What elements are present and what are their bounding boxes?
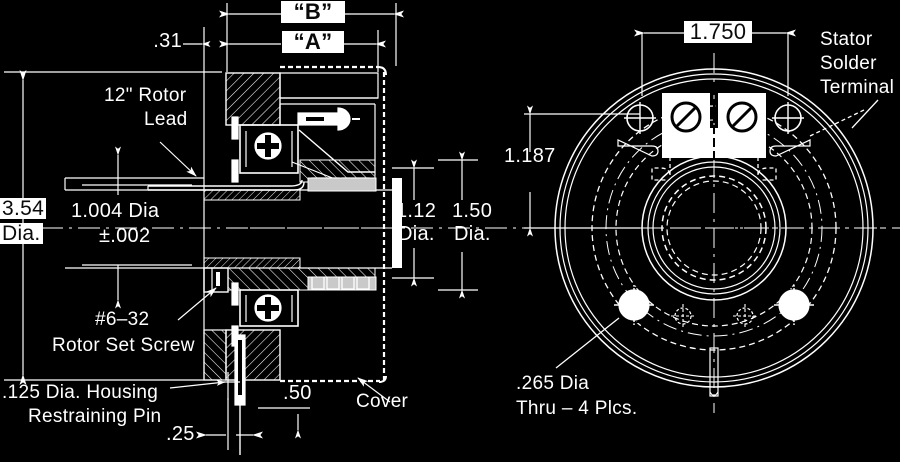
dia-112-label-line1: 1.12 — [396, 200, 437, 222]
dia-150-label-line2: Dia. — [454, 223, 491, 245]
dim-50-label: .50 — [283, 382, 312, 404]
set-screw-label: Rotor Set Screw — [52, 335, 195, 356]
stator-terminal-label-line3: Terminal — [820, 77, 895, 98]
set-screw-spec: #6–32 — [95, 309, 150, 330]
bore-dia-tolerance: ±.002 — [99, 225, 151, 247]
restraining-pin-label: Restraining Pin — [28, 406, 162, 427]
cover-label: Cover — [356, 391, 409, 412]
dia-150-label-line1: 1.50 — [452, 200, 493, 222]
dim-1187-label: 1.187 — [504, 145, 556, 167]
dim-b-label: “B” — [281, 0, 345, 24]
rotor-lead-label-line2: Lead — [144, 109, 188, 130]
dim-31-label: .31 — [153, 30, 182, 52]
hole-spec-line1: .265 Dia — [516, 373, 590, 394]
dim-a-label: “A” — [282, 30, 344, 54]
dia-354-label-line1: 3.54 — [0, 197, 47, 220]
hole-spec-line2: Thru – 4 Plcs. — [516, 398, 638, 419]
bore-dia-label: 1.004 Dia — [71, 200, 160, 222]
dim-25-label: .25 — [166, 423, 195, 445]
restraining-pin-spec: .125 Dia. Housing — [2, 382, 159, 403]
stator-terminal-label-line2: Solder — [820, 53, 877, 74]
dia-354-label-line2: Dia. — [0, 222, 43, 245]
dia-112-label-line2: Dia. — [398, 223, 435, 245]
stator-terminal-label-line1: Stator — [820, 29, 873, 50]
rotor-lead-label-line1: 12" Rotor — [104, 85, 187, 106]
dim-1750-label: 1.750 — [684, 20, 752, 44]
